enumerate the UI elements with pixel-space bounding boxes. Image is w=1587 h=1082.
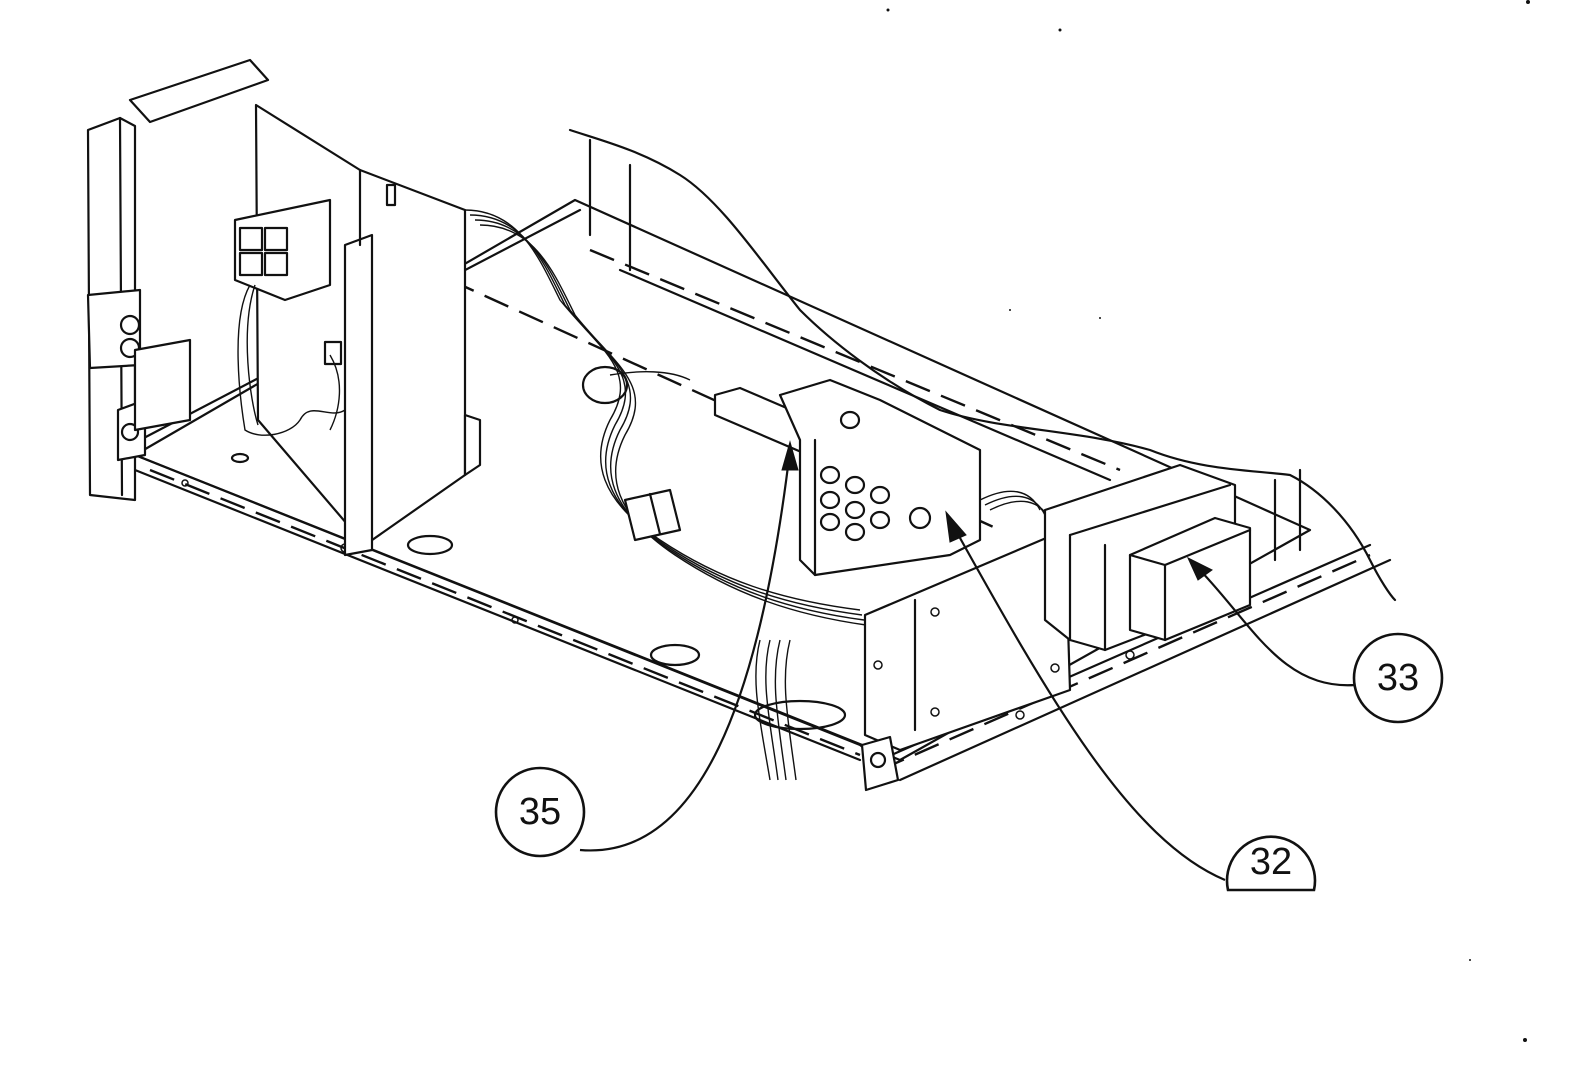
callout-32-label: 32 — [1250, 841, 1292, 883]
arrowhead-35 — [781, 440, 799, 471]
callout-33: 33 — [1352, 632, 1444, 724]
terminal-block — [778, 378, 982, 577]
front-plate — [860, 528, 1072, 792]
rear-wall — [568, 128, 1397, 602]
callout-33-label: 33 — [1377, 657, 1419, 699]
scan-specks — [886, 0, 1530, 1042]
transformer — [1043, 463, 1252, 652]
arrowhead-33 — [1186, 556, 1213, 581]
callout-35-label: 35 — [519, 791, 561, 833]
control-box — [233, 103, 482, 557]
leader-35 — [579, 449, 792, 852]
leader-33 — [1194, 564, 1356, 687]
leader-32 — [949, 519, 1226, 882]
callout-35: 35 — [494, 766, 586, 858]
wire-harness — [464, 209, 1051, 781]
leader-lines — [579, 440, 1356, 882]
left-post — [86, 58, 270, 502]
arrowhead-32 — [945, 510, 967, 543]
callout-32: 32 — [1225, 835, 1317, 892]
